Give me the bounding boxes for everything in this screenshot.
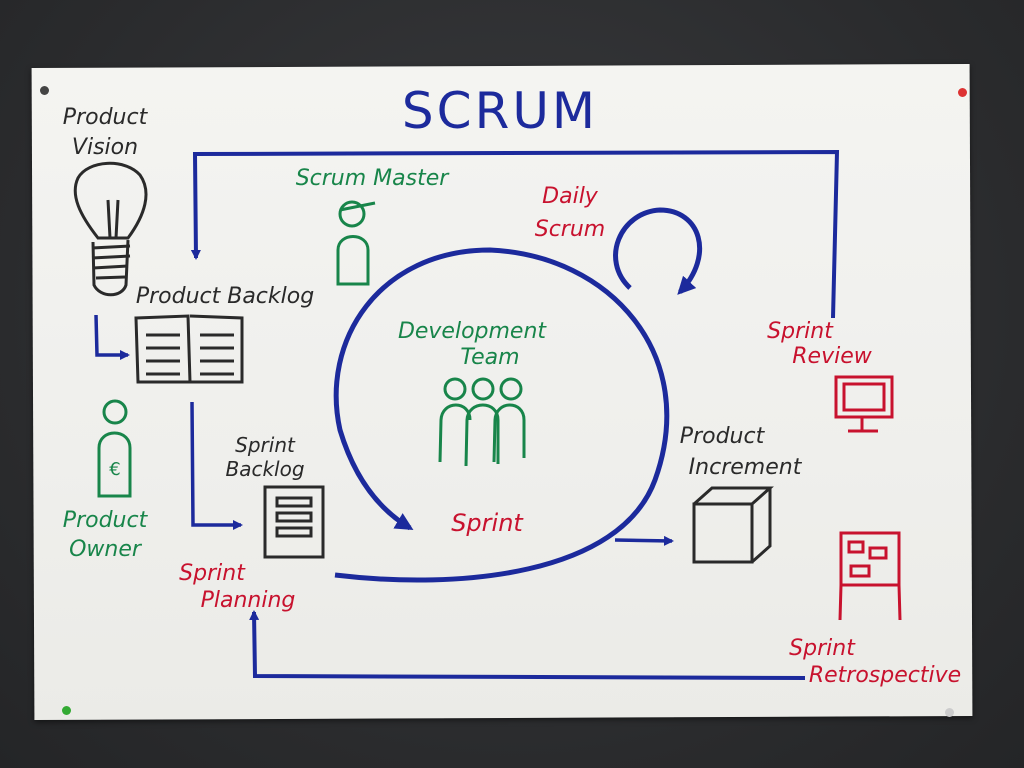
- sprint-backlog-label-2: Backlog: [225, 457, 304, 481]
- backlog-to-sprint-backlog-arrow: [190, 401, 243, 530]
- product-owner-person-icon: [97, 399, 132, 498]
- monitor-icon: [834, 375, 894, 433]
- pin-bottom-left: [62, 706, 71, 715]
- sprint-planning-label-2: Planning: [201, 588, 296, 613]
- lightbulb-icon: [73, 161, 148, 297]
- sprint-planning-label-1: Sprint: [179, 561, 246, 586]
- euro-symbol: €: [109, 459, 120, 480]
- pin-top-left: [40, 86, 49, 95]
- retrospective-to-planning-arrow: [249, 610, 806, 680]
- sprint-review-label-2: Review: [792, 344, 872, 369]
- product-vision-label-2: Vision: [72, 135, 138, 160]
- development-team-label-2: Team: [460, 345, 519, 370]
- product-increment-label-1: Product: [680, 424, 766, 449]
- sprint-backlog-label-1: Sprint: [235, 433, 296, 457]
- diagram-title: SCRUM: [402, 82, 598, 140]
- daily-scrum-label-1: Daily: [542, 184, 599, 209]
- daily-scrum-loop-arrow: [613, 207, 703, 295]
- board-icon: [838, 531, 902, 621]
- pin-top-right: [958, 88, 967, 97]
- review-to-backlog-arrow: [190, 149, 840, 319]
- document-icon: [263, 485, 325, 559]
- product-increment-label-2: Increment: [689, 455, 803, 480]
- product-vision-label-1: Product: [63, 105, 149, 130]
- vision-to-backlog-arrow: [94, 314, 130, 360]
- sprint-label: Sprint: [451, 509, 524, 537]
- sprint-review-label-1: Sprint: [767, 319, 834, 344]
- product-owner-label-2: Owner: [69, 537, 143, 562]
- sprint-cycle-arrow: [333, 247, 670, 583]
- product-backlog-label: Product Backlog: [136, 284, 314, 309]
- scrum-master-label: Scrum Master: [296, 166, 451, 191]
- box-icon: [692, 486, 774, 564]
- sprint-to-increment-arrow: [614, 535, 674, 546]
- development-team-label-1: Development: [398, 319, 547, 344]
- scrum-master-person-icon: [336, 200, 376, 286]
- pin-bottom-right: [945, 708, 954, 717]
- sprint-retrospective-label-2: Retrospective: [809, 663, 961, 688]
- product-owner-label-1: Product: [63, 508, 149, 533]
- sprint-retrospective-label-1: Sprint: [789, 636, 856, 661]
- team-icon: [438, 377, 526, 467]
- daily-scrum-label-2: Scrum: [535, 217, 605, 242]
- open-book-icon: [134, 314, 244, 384]
